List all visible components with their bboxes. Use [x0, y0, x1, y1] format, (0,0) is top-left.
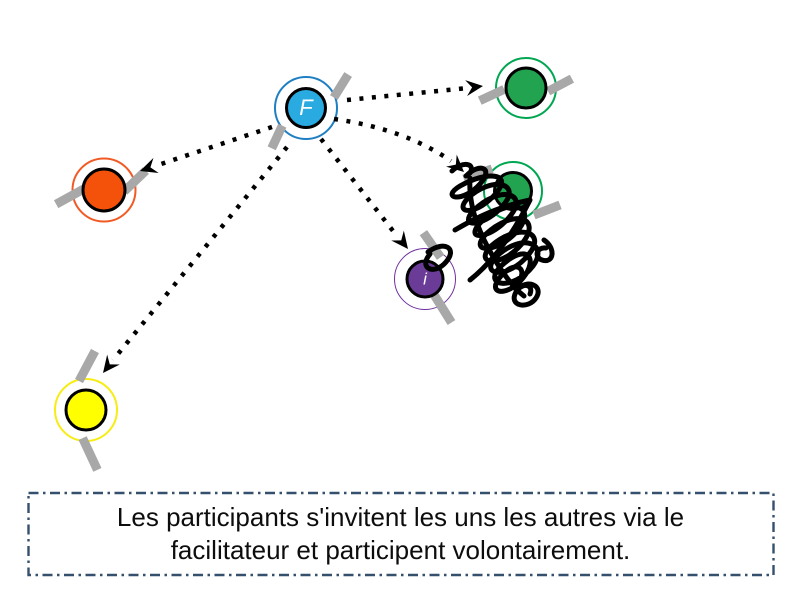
handle-bar-icon	[267, 123, 287, 151]
participant-circle	[493, 171, 533, 211]
participant-circle	[504, 66, 548, 110]
arrow-facilitator-to-orange	[140, 124, 273, 174]
invitee-circle: i	[405, 259, 445, 299]
caption-line-2: facilitateur et participent volontaireme…	[170, 534, 631, 565]
participant-circle	[81, 167, 127, 213]
arrowhead-icon	[465, 80, 483, 97]
invitee-label: i	[423, 269, 427, 289]
handle-bar-icon	[330, 72, 352, 100]
arrowhead-icon	[103, 354, 120, 373]
participant-circle	[64, 388, 108, 432]
facilitator-ring	[274, 76, 338, 140]
facilitator-label: F	[299, 95, 313, 120]
arrow-facilitator-to-green-middle	[333, 116, 464, 172]
caption-line-1: Les participants s'invitent les uns les …	[116, 502, 685, 533]
arrow-facilitator-to-green-top	[346, 80, 483, 103]
caption-box: Les participants s'invitent les uns les …	[27, 492, 774, 575]
arrow-facilitator-to-invitee	[319, 137, 408, 249]
facilitator-circle: F	[285, 87, 327, 129]
